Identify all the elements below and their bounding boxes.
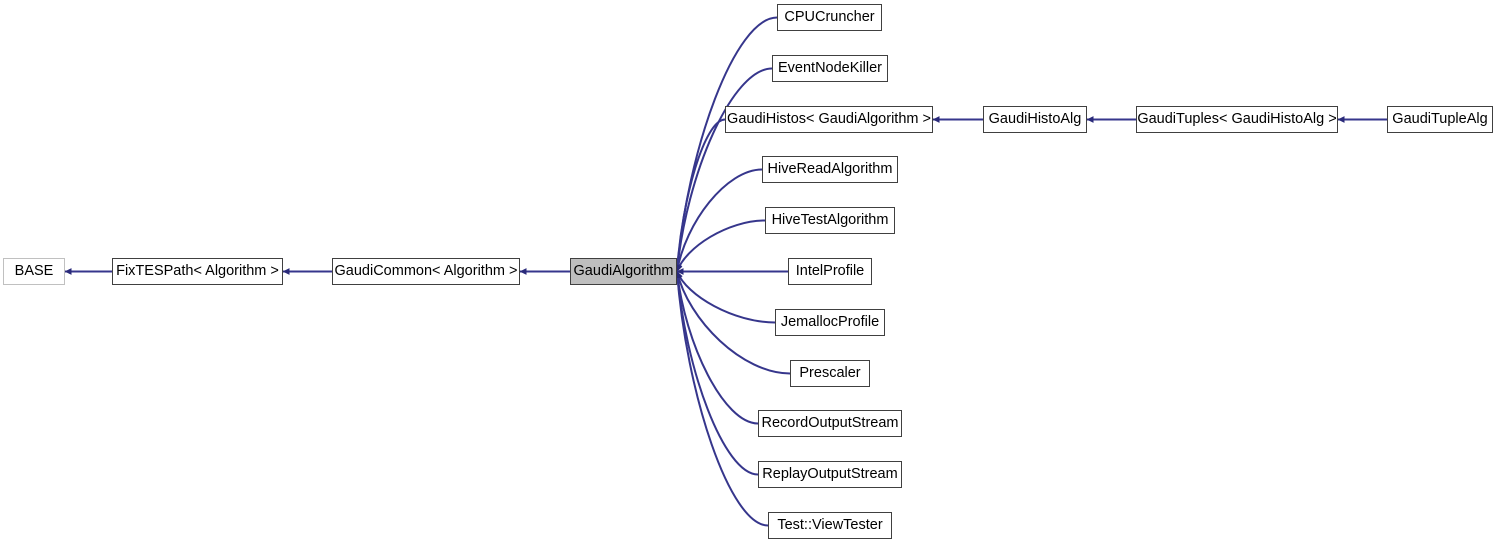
inheritance-edge-cpucruncher-to-gaudialgorithm	[674, 16, 778, 272]
inheritance-edge-viewtester-to-gaudialgorithm	[674, 271, 769, 527]
class-node-base[interactable]: BASE	[3, 258, 65, 285]
class-node-label: ReplayOutputStream	[762, 466, 898, 483]
inheritance-edge-recordoutput-to-gaudialgorithm	[674, 271, 759, 425]
class-node-label: Test::ViewTester	[777, 517, 883, 534]
class-node-label: GaudiHistos< GaudiAlgorithm >	[727, 111, 931, 128]
class-node-recordoutput[interactable]: RecordOutputStream	[758, 410, 902, 437]
class-node-label: HiveTestAlgorithm	[771, 212, 889, 229]
class-node-hivereadalgorithm[interactable]: HiveReadAlgorithm	[762, 156, 898, 183]
class-node-label: CPUCruncher	[784, 9, 875, 26]
class-node-label: BASE	[14, 263, 54, 280]
inheritance-edge-hivetestalgorithm-to-gaudialgorithm	[675, 219, 766, 272]
class-node-cpucruncher[interactable]: CPUCruncher	[777, 4, 882, 31]
class-node-label: GaudiTupleAlg	[1392, 111, 1488, 128]
class-node-eventnodekiller[interactable]: EventNodeKiller	[772, 55, 888, 82]
class-node-viewtester[interactable]: Test::ViewTester	[768, 512, 892, 539]
class-node-replayoutput[interactable]: ReplayOutputStream	[758, 461, 902, 488]
inheritance-edge-jemallocprofile-to-gaudialgorithm	[676, 271, 776, 324]
inheritance-edge-gaudihistos-to-gaudialgorithm	[673, 118, 726, 272]
class-node-hivetestalgorithm[interactable]: HiveTestAlgorithm	[765, 207, 895, 234]
class-node-label: Prescaler	[799, 365, 861, 382]
class-node-label: JemallocProfile	[780, 314, 880, 331]
class-node-label: IntelProfile	[795, 263, 865, 280]
class-node-label: GaudiHistoAlg	[988, 111, 1082, 128]
class-node-label: RecordOutputStream	[761, 415, 899, 432]
class-node-label: GaudiCommon< Algorithm >	[334, 263, 518, 280]
class-node-label: GaudiTuples< GaudiHistoAlg >	[1137, 111, 1337, 128]
class-node-label: EventNodeKiller	[778, 60, 882, 77]
class-node-label: HiveReadAlgorithm	[767, 161, 893, 178]
inheritance-edge-replayoutput-to-gaudialgorithm	[674, 271, 759, 476]
class-node-gaudihistos[interactable]: GaudiHistos< GaudiAlgorithm >	[725, 106, 933, 133]
class-node-gauditupleAlg[interactable]: GaudiTupleAlg	[1387, 106, 1493, 133]
class-node-gaudialgorithm[interactable]: GaudiAlgorithm	[570, 258, 677, 285]
inheritance-edge-eventnodekiller-to-gaudialgorithm	[674, 67, 773, 272]
inheritance-edge-hivereadalgorithm-to-gaudialgorithm	[674, 168, 763, 272]
class-node-label: GaudiAlgorithm	[573, 263, 674, 280]
class-node-intelprofile[interactable]: IntelProfile	[788, 258, 872, 285]
class-node-gaudihistoalg[interactable]: GaudiHistoAlg	[983, 106, 1087, 133]
class-node-gauditupleshisto[interactable]: GaudiTuples< GaudiHistoAlg >	[1136, 106, 1338, 133]
class-node-prescaler[interactable]: Prescaler	[790, 360, 870, 387]
class-node-gaudicommon[interactable]: GaudiCommon< Algorithm >	[332, 258, 520, 285]
class-node-label: FixTESPath< Algorithm >	[116, 263, 279, 280]
class-node-fixtespath[interactable]: FixTESPath< Algorithm >	[112, 258, 283, 285]
inheritance-edge-prescaler-to-gaudialgorithm	[675, 271, 791, 375]
class-node-jemallocprofile[interactable]: JemallocProfile	[775, 309, 885, 336]
